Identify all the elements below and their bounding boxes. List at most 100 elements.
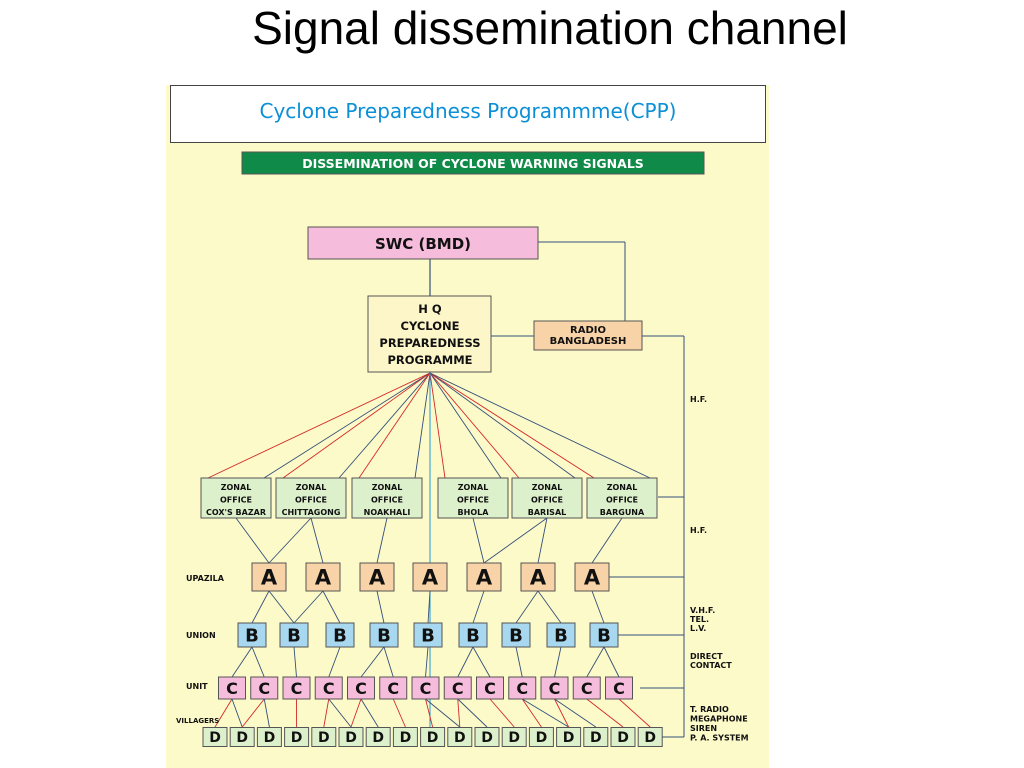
zonal-office-box [586, 477, 658, 519]
zonal-office-label: OFFICE [371, 496, 403, 505]
unit-to-villager-line [554, 698, 597, 728]
radio-label: RADIO [570, 325, 606, 336]
union-level-label: UNION [186, 631, 216, 640]
union-to-unit-line [293, 646, 297, 678]
villager-label: D [590, 730, 602, 746]
villager-box [338, 727, 364, 747]
villagers-level-label: VILLAGERS [176, 717, 219, 725]
unit-label: C [581, 679, 593, 698]
upazila-to-union-line [472, 590, 485, 624]
villager-label: D [427, 730, 439, 746]
zonal-office-label: ZONAL [607, 483, 638, 492]
unit-to-villager-line [554, 698, 570, 728]
unit-label: C [226, 679, 238, 698]
union-to-unit-line [603, 646, 620, 678]
villager-box [583, 727, 609, 747]
tradio-label: SIREN [690, 724, 717, 733]
union-box [458, 622, 488, 648]
upazila-to-union-line [427, 590, 431, 624]
unit-label: C [452, 679, 464, 698]
zonal-office-box [275, 477, 347, 519]
unit-to-villager-line [457, 698, 488, 728]
unit-label: C [355, 679, 367, 698]
zonal-office-box [511, 477, 583, 519]
upazila-box [251, 562, 287, 592]
villager-label: D [291, 730, 303, 746]
villager-box [528, 727, 554, 747]
unit-to-villager-line [618, 698, 651, 728]
unit-to-villager-line [522, 698, 569, 728]
vhf-label: TEL. [690, 615, 709, 624]
unit-to-villager-line [231, 698, 243, 728]
hq-label: CYCLONE [401, 319, 460, 333]
unit-label: C [387, 679, 399, 698]
tradio-label: P. A. SYSTEM [690, 734, 749, 743]
zonal-office-label: OFFICE [220, 496, 252, 505]
unit-to-villager-line [350, 698, 362, 728]
unit-to-villager-line [586, 698, 624, 728]
union-label: B [377, 625, 391, 646]
unit-label: C [291, 679, 303, 698]
villager-box [284, 727, 310, 747]
unit-box [218, 676, 246, 700]
union-to-unit-line [251, 646, 265, 678]
villager-label: D [508, 730, 520, 746]
zonal-office-label: ZONAL [296, 483, 327, 492]
villager-label: D [536, 730, 548, 746]
diagram-panel: DISSEMINATION OF CYCLONE WARNING SIGNALS… [166, 85, 769, 768]
villager-label: D [400, 730, 412, 746]
villager-box [256, 727, 282, 747]
unit-label: C [323, 679, 335, 698]
unit-to-villager-line [457, 698, 461, 728]
unit-to-villager-line [323, 698, 330, 728]
upazila-to-union-line [591, 590, 605, 624]
hq-fan-line [429, 372, 446, 479]
villager-box [311, 727, 337, 747]
zonal-office-label: NOAKHALI [364, 508, 411, 517]
upazila-level-label: UPAZILA [186, 574, 225, 583]
unit-label: C [420, 679, 432, 698]
villager-label: D [454, 730, 466, 746]
hq-fan-line [429, 372, 651, 479]
unit-to-villager-line [328, 698, 352, 728]
zonal-to-upazila-line [472, 517, 485, 564]
unit-to-villager-line [392, 698, 406, 728]
villager-label: D [318, 730, 330, 746]
villager-box [202, 727, 228, 747]
union-box [369, 622, 399, 648]
unit-to-villager-line [489, 698, 515, 728]
hq-fan-line [358, 372, 431, 479]
union-box [325, 622, 355, 648]
villager-box [501, 727, 527, 747]
unit-label: C [484, 679, 496, 698]
union-label: B [333, 625, 347, 646]
zonal-office-label: CHITTAGONG [282, 508, 341, 517]
unit-box [347, 676, 375, 700]
villager-box [474, 727, 500, 747]
direct-contact-label: DIRECT [690, 652, 723, 661]
hq-fan-line [263, 372, 431, 479]
upazila-label: A [422, 566, 439, 590]
villager-label: D [372, 730, 384, 746]
villager-label: D [345, 730, 357, 746]
unit-label: C [613, 679, 625, 698]
hq-fan-line [429, 372, 502, 479]
upazila-to-union-line [293, 590, 324, 624]
union-label: B [287, 625, 301, 646]
zonal-office-label: OFFICE [295, 496, 327, 505]
villager-label: D [617, 730, 629, 746]
upazila-box [412, 562, 448, 592]
villager-label: D [209, 730, 221, 746]
unit-box [605, 676, 633, 700]
tradio-label: MEGAPHONE [690, 715, 748, 724]
villager-box [365, 727, 391, 747]
union-label: B [421, 625, 435, 646]
unit-box [411, 676, 440, 700]
unit-box [443, 676, 472, 700]
heading-text: DISSEMINATION OF CYCLONE WARNING SIGNALS [302, 156, 644, 171]
union-box [279, 622, 309, 648]
unit-box [379, 676, 408, 700]
diagram-caption: Cyclone Preparedness Programmme(CPP) [170, 85, 766, 143]
hq-label: PROGRAMME [388, 353, 473, 367]
unit-box [508, 676, 537, 700]
